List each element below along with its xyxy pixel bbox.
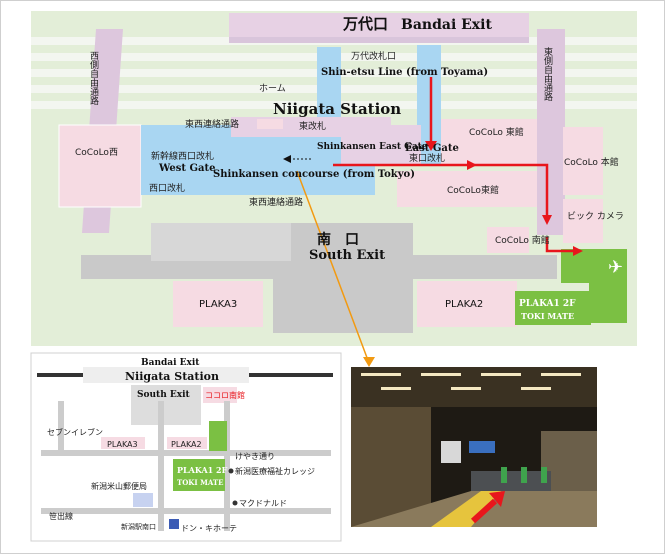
ticket-gate-photo: [351, 367, 597, 527]
cocolo-tonan-label: CoCoLo 東館: [469, 126, 524, 138]
inset-roads: [41, 401, 331, 531]
inset-sasade-line: 笹出線: [49, 511, 73, 521]
cocolo-nankan-label: CoCoLo 南館: [495, 234, 550, 246]
east-west-passage-top: 東西連絡通路: [185, 118, 239, 130]
cocolo-tokan-label: CoCoLo東館: [447, 184, 499, 196]
cocolo-honkan-label: CoCoLo 本館: [564, 156, 619, 168]
cocolo-honkan-shop: [563, 127, 603, 195]
station-concourse: [141, 45, 441, 195]
photo-leader-line: [296, 170, 370, 364]
bandai-exit-en: Bandai Exit: [401, 17, 492, 33]
west-free-passage-label: 西側自由通路: [88, 51, 99, 106]
east-gate-top-label: 東改札: [299, 120, 326, 132]
south-exit-plaza: [81, 223, 557, 333]
inset-post-office: 新潟米山郵便局: [91, 481, 147, 491]
inset-mcdonalds-dot: [232, 500, 238, 506]
destination-building: [561, 249, 627, 323]
inset-don-quijote: ドン・キホーテ: [181, 524, 237, 533]
inset-post-office-box: [133, 493, 153, 507]
inset-college: 新潟医療福祉カレッジ: [235, 466, 315, 476]
plaka3-building: [173, 281, 263, 327]
inset-keyaki-street: けやき通り: [235, 451, 275, 461]
route-arrowhead-4: [573, 246, 583, 256]
photo-arrow-head: [489, 491, 505, 507]
inset-station-box: [83, 367, 249, 383]
inset-south-exit: South Exit: [137, 390, 191, 400]
east-free-passage: [537, 29, 565, 235]
inset-cocolo-nankan: ココロ南館: [205, 390, 245, 400]
shinkansen-east-gate: Shinkansen East Gate: [317, 142, 428, 152]
plaka3-label: PLAKA3: [199, 299, 237, 310]
shinkansen-west-gate-jp: 新幹線西口改札: [151, 150, 214, 162]
inset-plaka2: PLAKA2: [171, 440, 202, 449]
inset-cocolo-box: [203, 387, 237, 403]
cocolo-tonan-shop: [441, 119, 537, 165]
south-exit-en: South Exit: [309, 248, 385, 263]
cocolo-west-label: CoCoLo西: [75, 147, 118, 158]
shinetsu-line-label: Shin-etsu Line (from Toyama): [321, 67, 488, 78]
inset-plaka3: PLAKA3: [107, 440, 138, 449]
crane-icon: ✈: [608, 257, 623, 278]
east-passage-block: [341, 125, 421, 165]
destination-line-2: TOKI MATE: [521, 311, 574, 321]
east-gate-en: East Gate: [405, 143, 459, 154]
inset-destination-1: PLAKA1 2F: [177, 465, 228, 475]
destination-label-box: [515, 291, 591, 325]
route-arrowhead-3: [542, 215, 552, 225]
bandai-gate-label: 万代改札口: [351, 50, 396, 62]
cocolo-west: [58, 124, 142, 208]
east-free-passage-label: 東側自由通路: [542, 46, 553, 102]
inset-destination-box: [173, 459, 225, 491]
photo-leader-arrowhead: [363, 357, 375, 367]
inset-bandai-exit: Bandai Exit: [141, 358, 200, 368]
platform-label: ホーム: [259, 83, 286, 94]
inset-plaka3-box: [101, 437, 145, 449]
inset-college-dot: [228, 468, 234, 474]
bandai-exit-jp: 万代口: [342, 15, 388, 33]
viewpoint-marker-icon: [283, 155, 291, 163]
east-west-passage-bottom: 東西連絡通路: [249, 196, 303, 208]
station-name: Niigata Station: [273, 100, 401, 118]
destination-line-1: PLAKA1 2F: [519, 299, 576, 309]
inset-destination-bar: [209, 421, 227, 451]
inset-mcdonalds: マクドナルド: [239, 499, 287, 508]
inset-destination-2: TOKI MATE: [177, 478, 223, 487]
inset-don-quijote-box: [169, 519, 179, 529]
inset-south-plaza: [131, 385, 201, 425]
east-gate-jp: 東口改札: [409, 152, 445, 164]
south-exit-jp: 南 口: [317, 231, 359, 248]
inset-seven-eleven: セブンイレブン: [47, 427, 103, 437]
cocolo-nankan-shop: [487, 227, 529, 253]
inset-plaka2-box: [167, 437, 207, 449]
west-gate-jp: 西口改札: [149, 182, 185, 194]
bic-camera-shop: [563, 199, 603, 243]
cocolo-tokan-shop: [397, 171, 537, 207]
photo-arrow-shaft: [470, 498, 498, 524]
route-arrowhead-1: [425, 141, 437, 151]
route-arrowhead-2: [467, 160, 477, 170]
bic-camera-label: ビック カメラ: [567, 211, 624, 222]
inset-station-name: Niigata Station: [125, 370, 219, 383]
plaka2-building: [417, 281, 517, 327]
plaka2-label: PLAKA2: [445, 299, 483, 310]
route-arrow: [333, 77, 573, 253]
inset-police-box: 新潟駅南口: [121, 522, 156, 531]
shinkansen-concourse: Shinkansen concourse (from Tokyo): [213, 169, 415, 180]
west-gate-en: West Gate: [158, 163, 216, 174]
